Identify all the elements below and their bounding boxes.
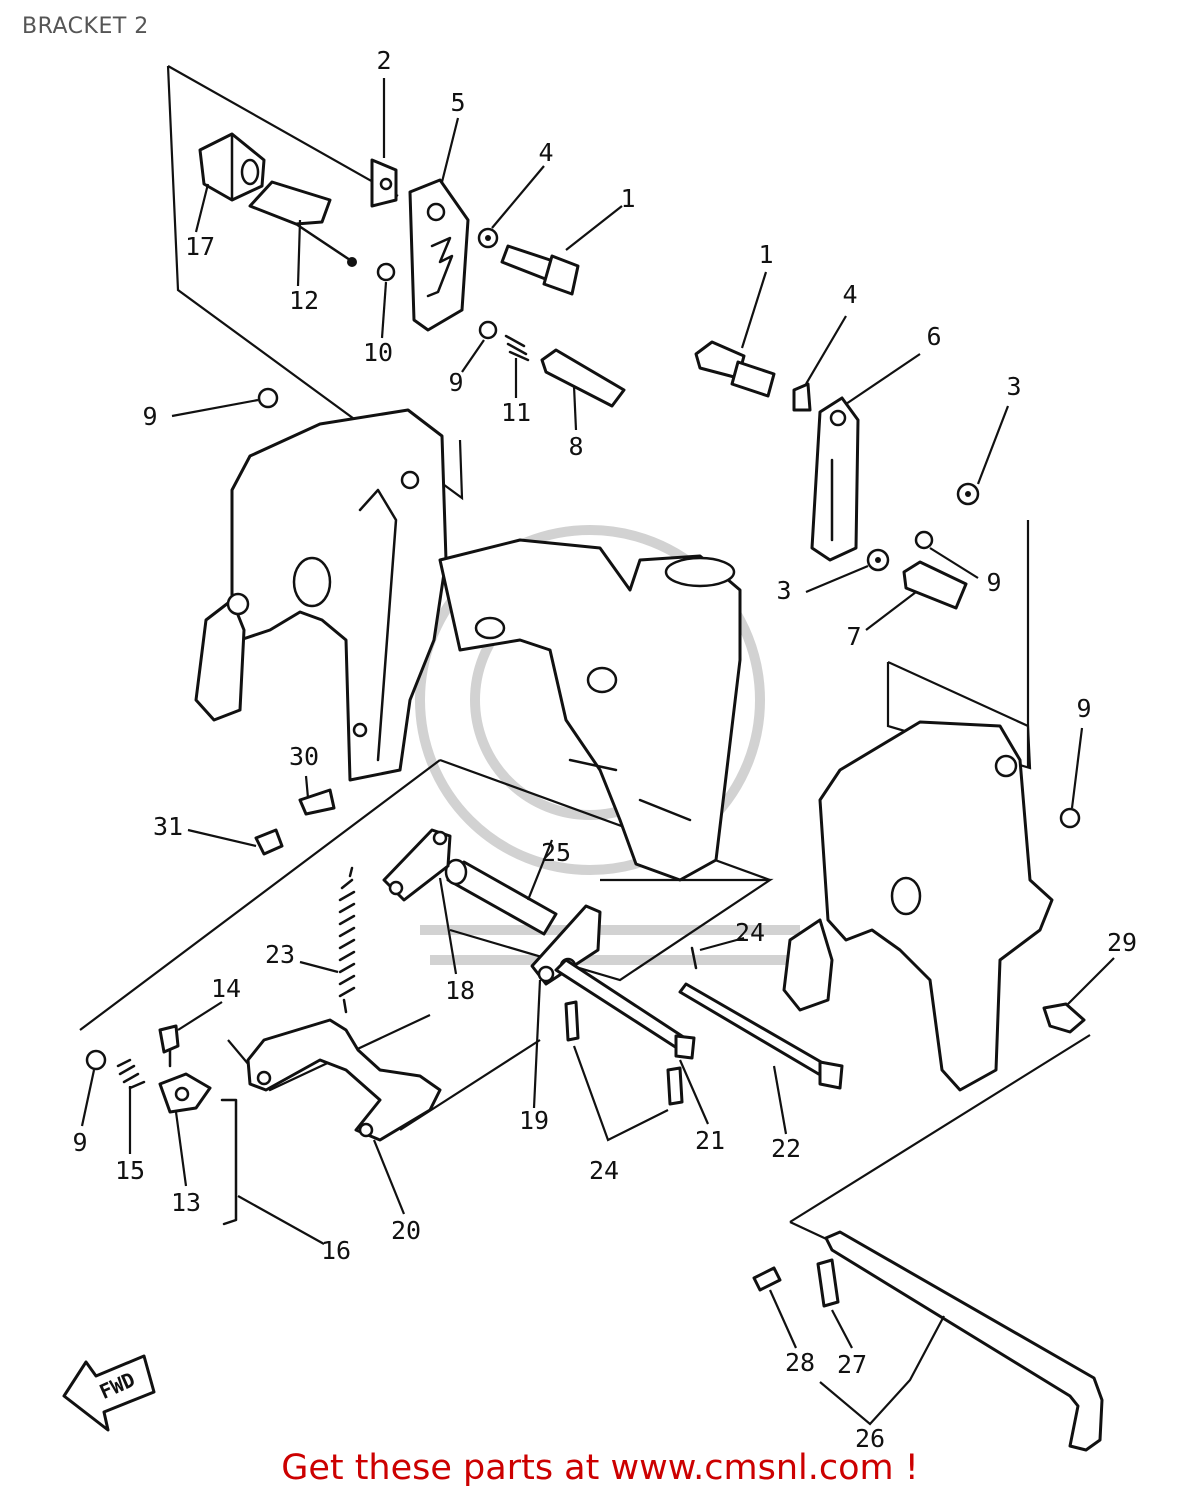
callout-26: 26 bbox=[855, 1424, 885, 1453]
part-8-pin bbox=[540, 348, 626, 408]
part-5-bracket-plate bbox=[408, 178, 470, 332]
fwd-arrow: FWD bbox=[62, 1354, 156, 1432]
callout-9: 9 bbox=[448, 368, 463, 397]
callout-24: 24 bbox=[589, 1156, 619, 1185]
part-7-pin bbox=[902, 560, 968, 610]
callout-20: 20 bbox=[391, 1216, 421, 1245]
part-9-ring-lower-left bbox=[85, 1049, 107, 1071]
callout-1: 1 bbox=[620, 184, 635, 213]
swivel-bracket-center bbox=[438, 538, 742, 882]
part-22-shaft bbox=[678, 982, 844, 1090]
part-9-ring-far-right bbox=[1059, 807, 1081, 829]
part-3-washer-right-lower bbox=[866, 548, 890, 572]
part-28-pin bbox=[752, 1266, 782, 1292]
part-15-spring bbox=[116, 1058, 146, 1090]
callout-14: 14 bbox=[211, 974, 241, 1003]
clamp-bracket-right bbox=[782, 720, 1054, 1092]
part-9-ring-upper bbox=[478, 320, 498, 340]
part-29-grease-nipple bbox=[1042, 1002, 1086, 1034]
part-14-screw bbox=[158, 1024, 180, 1068]
callout-9: 9 bbox=[1076, 694, 1091, 723]
callout-18: 18 bbox=[445, 976, 475, 1005]
callout-3: 3 bbox=[776, 576, 791, 605]
part-20-lever bbox=[246, 1018, 442, 1142]
callout-24: 24 bbox=[735, 918, 765, 947]
callout-25: 25 bbox=[541, 838, 571, 867]
part-4-collar-right bbox=[792, 382, 812, 412]
callout-5: 5 bbox=[450, 88, 465, 117]
part-30-clip bbox=[298, 788, 336, 816]
part-23-spring bbox=[338, 866, 356, 1014]
callout-2: 2 bbox=[376, 46, 391, 75]
callout-4: 4 bbox=[842, 280, 857, 309]
callout-9: 9 bbox=[142, 402, 157, 431]
callout-29: 29 bbox=[1107, 928, 1137, 957]
part-9-ring-right bbox=[914, 530, 934, 550]
callout-10: 10 bbox=[363, 338, 393, 367]
callout-16: 16 bbox=[321, 1236, 351, 1265]
part-24-pin-upper bbox=[690, 946, 698, 970]
part-10-washer bbox=[376, 262, 396, 282]
footer-parts-link[interactable]: Get these parts at www.cmsnl.com ! bbox=[281, 1448, 919, 1488]
callout-27: 27 bbox=[837, 1350, 867, 1379]
part-24-pin-lower-right bbox=[666, 1066, 684, 1106]
part-24-pin-lower-left bbox=[564, 1000, 580, 1042]
callout-15: 15 bbox=[115, 1156, 145, 1185]
callout-1: 1 bbox=[758, 240, 773, 269]
callout-4: 4 bbox=[538, 138, 553, 167]
part-12-lever bbox=[248, 180, 357, 267]
callout-23: 23 bbox=[265, 940, 295, 969]
callout-12: 12 bbox=[289, 286, 319, 315]
callout-13: 13 bbox=[171, 1188, 201, 1217]
callout-7: 7 bbox=[846, 622, 861, 651]
callout-8: 8 bbox=[568, 432, 583, 461]
callout-9: 9 bbox=[986, 568, 1001, 597]
leader-lines bbox=[80, 78, 1115, 1426]
part-26-tilt-rod bbox=[824, 1230, 1104, 1452]
part-17-knob bbox=[198, 132, 266, 202]
part-25-tube bbox=[444, 858, 558, 936]
part-6-link bbox=[810, 396, 860, 562]
part-1-bolt-right bbox=[694, 340, 776, 398]
part-16-rod bbox=[220, 1098, 238, 1226]
part-4-collar-upper bbox=[477, 227, 499, 249]
callout-6: 6 bbox=[926, 322, 941, 351]
callout-3: 3 bbox=[1006, 372, 1021, 401]
part-13-detent bbox=[158, 1072, 212, 1114]
callout-labels: 2 5 4 1 17 12 10 9 11 8 9 1 4 6 3 3 9 7 … bbox=[72, 46, 1137, 1453]
callout-30: 30 bbox=[289, 742, 319, 771]
part-21-pin bbox=[554, 958, 696, 1060]
callout-28: 28 bbox=[785, 1348, 815, 1377]
part-31-screw bbox=[254, 828, 284, 856]
callout-11: 11 bbox=[501, 398, 531, 427]
part-2-plate bbox=[370, 158, 398, 208]
callout-21: 21 bbox=[695, 1126, 725, 1155]
page-title: BRACKET 2 bbox=[22, 14, 149, 39]
callout-22: 22 bbox=[771, 1134, 801, 1163]
callout-17: 17 bbox=[185, 232, 215, 261]
callout-31: 31 bbox=[153, 812, 183, 841]
part-1-bolt-upper bbox=[500, 244, 580, 296]
callout-19: 19 bbox=[519, 1106, 549, 1135]
part-9-ring-left bbox=[257, 387, 279, 409]
part-18-plate bbox=[382, 828, 452, 902]
part-27-plate bbox=[816, 1258, 840, 1308]
callout-9: 9 bbox=[72, 1128, 87, 1157]
part-3-washer-right-upper bbox=[956, 482, 980, 506]
clamp-bracket-left bbox=[194, 408, 448, 782]
part-11-spring bbox=[504, 334, 530, 362]
